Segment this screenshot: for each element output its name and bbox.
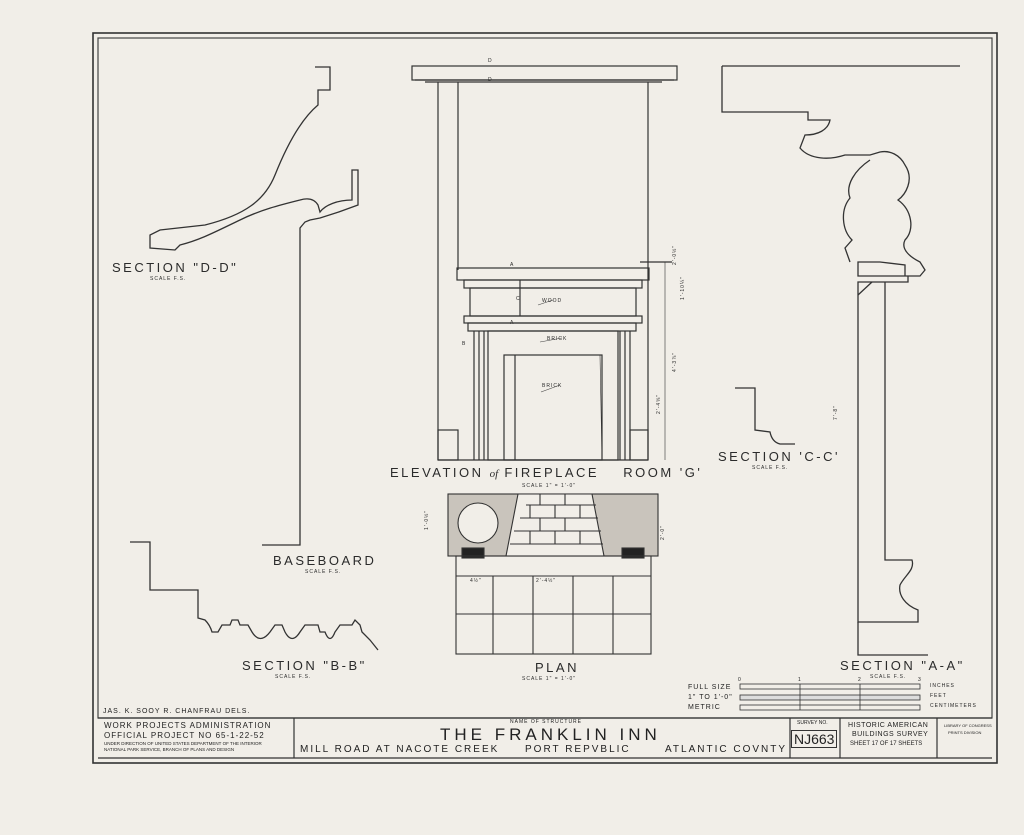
- section-mark-d2: D: [488, 77, 493, 83]
- delineator-credits: JAS. K. SOOY R. CHANFRAU DELS.: [103, 708, 251, 715]
- plan-firebox-bricks: [505, 493, 605, 557]
- plan-title: PLAN: [535, 660, 579, 675]
- structure-name: THE FRANKLIN INN: [440, 725, 661, 744]
- elevation-title: ELEVATION of FIREPLACE ROOM 'G': [390, 465, 702, 480]
- graphic-scale-bars: [739, 683, 921, 711]
- survey-no-label: SURVEY NO.: [797, 720, 828, 726]
- section-aa-profile: [721, 65, 960, 656]
- baseboard-scale: SCALE F.S.: [305, 569, 342, 575]
- scale-tick-3: 3: [918, 677, 921, 683]
- scale-tick-0: 0: [738, 677, 741, 683]
- section-cc-title: SECTION 'C-C': [718, 449, 840, 464]
- dim-6: 2'-0": [660, 525, 666, 540]
- section-dd-title: SECTION "D-D": [112, 260, 239, 275]
- wpa-line-1: WORK PROJECTS ADMINISTRATION: [104, 721, 272, 730]
- section-mark-c: C: [516, 296, 521, 302]
- dim-8: 2'-4½": [536, 578, 557, 584]
- scale-label-3: METRIC: [688, 704, 721, 711]
- dim-3: 4'-3⅞": [672, 351, 678, 372]
- brick-note-2: BRICK: [542, 383, 563, 389]
- habs-line-2: BUILDINGS SURVEY: [852, 731, 929, 738]
- dim-2: 1'-10¼": [680, 276, 686, 300]
- elevation-scale: SCALE 1" = 1'-0": [522, 483, 576, 489]
- survey-number: NJ663: [791, 730, 838, 748]
- scale-label-2: 1" TO 1'-0": [688, 694, 733, 701]
- title-block: [98, 717, 992, 759]
- dim-9: 4½": [470, 578, 482, 584]
- address-town: PORT REPVBLIC: [525, 744, 631, 755]
- sheet-number: SHEET 17 OF 17 SHEETS: [850, 741, 923, 747]
- wood-note: WOOD: [542, 298, 563, 304]
- scale-tick-1: 1: [798, 677, 801, 683]
- plan-hearth-tiles: [455, 555, 652, 655]
- address-road: MILL ROAD AT NACOTE CREEK: [300, 744, 500, 755]
- address-county: ATLANTIC COVNTY: [665, 744, 788, 755]
- leader-lines: [537, 299, 563, 393]
- brick-note-1: BRICK: [547, 336, 568, 342]
- mantel-shelf-top: [411, 65, 678, 81]
- section-cc-profile: [735, 387, 795, 445]
- elevation-title-a: ELEVATION: [390, 465, 484, 480]
- outer-border: [92, 32, 998, 764]
- baseboard-title: BASEBOARD: [273, 553, 377, 568]
- section-aa-title: SECTION "A-A": [840, 658, 965, 673]
- wpa-line-2: OFFICIAL PROJECT NO 65-1-22-52: [104, 731, 265, 740]
- wpa-line-4: NATIONAL PARK SERVICE, BRANCH OF PLANS A…: [104, 747, 235, 752]
- habs-line-1: HISTORIC AMERICAN: [848, 722, 929, 729]
- scale-label-1: FULL SIZE: [688, 684, 732, 691]
- fireplace-elevation: [411, 65, 678, 461]
- loc-stamp-1: LIBRARY OF CONGRESS: [944, 723, 992, 728]
- section-mark-a2: A: [510, 320, 515, 326]
- mantel-shelf: [456, 267, 650, 281]
- firebox-opening: [503, 354, 603, 461]
- scale-tick-2: 2: [858, 677, 861, 683]
- elevation-title-of: of: [489, 468, 499, 480]
- scale-unit-3: CENTIMETERS: [930, 703, 977, 709]
- section-bb-title: SECTION "B-B": [242, 658, 367, 673]
- brick-surround: [487, 330, 619, 461]
- section-dd-profile: [149, 66, 359, 546]
- section-mark-a1: A: [510, 262, 515, 268]
- dim-5: 7'-8": [833, 405, 839, 420]
- elevation-title-b: FIREPLACE: [504, 465, 600, 480]
- elevation-title-c: ROOM 'G': [623, 465, 703, 480]
- scale-unit-2: FEET: [930, 693, 947, 699]
- section-bb-profile: [130, 541, 379, 651]
- structure-name-label: NAME OF STRUCTURE: [510, 719, 582, 725]
- section-aa-scale: SCALE F.S.: [870, 674, 907, 680]
- fireplace-plan: [447, 493, 659, 655]
- wpa-line-3: UNDER DIRECTION OF UNITED STATES DEPARTM…: [104, 741, 262, 746]
- section-mark-b: B: [462, 341, 467, 347]
- section-dd-scale: SCALE F.S.: [150, 276, 187, 282]
- scale-unit-1: INCHES: [930, 683, 955, 689]
- section-cc-scale: SCALE F.S.: [752, 465, 789, 471]
- loc-stamp-2: PRINTS DIVISION: [948, 730, 982, 735]
- dim-7: 1'-0½": [424, 509, 430, 530]
- dim-4: 2'-4⅝": [656, 393, 662, 414]
- dim-1: 2'-0½": [672, 244, 678, 265]
- section-mark-d1: D: [488, 58, 493, 64]
- plan-scale: SCALE 1" = 1'-0": [522, 676, 576, 682]
- section-bb-scale: SCALE F.S.: [275, 674, 312, 680]
